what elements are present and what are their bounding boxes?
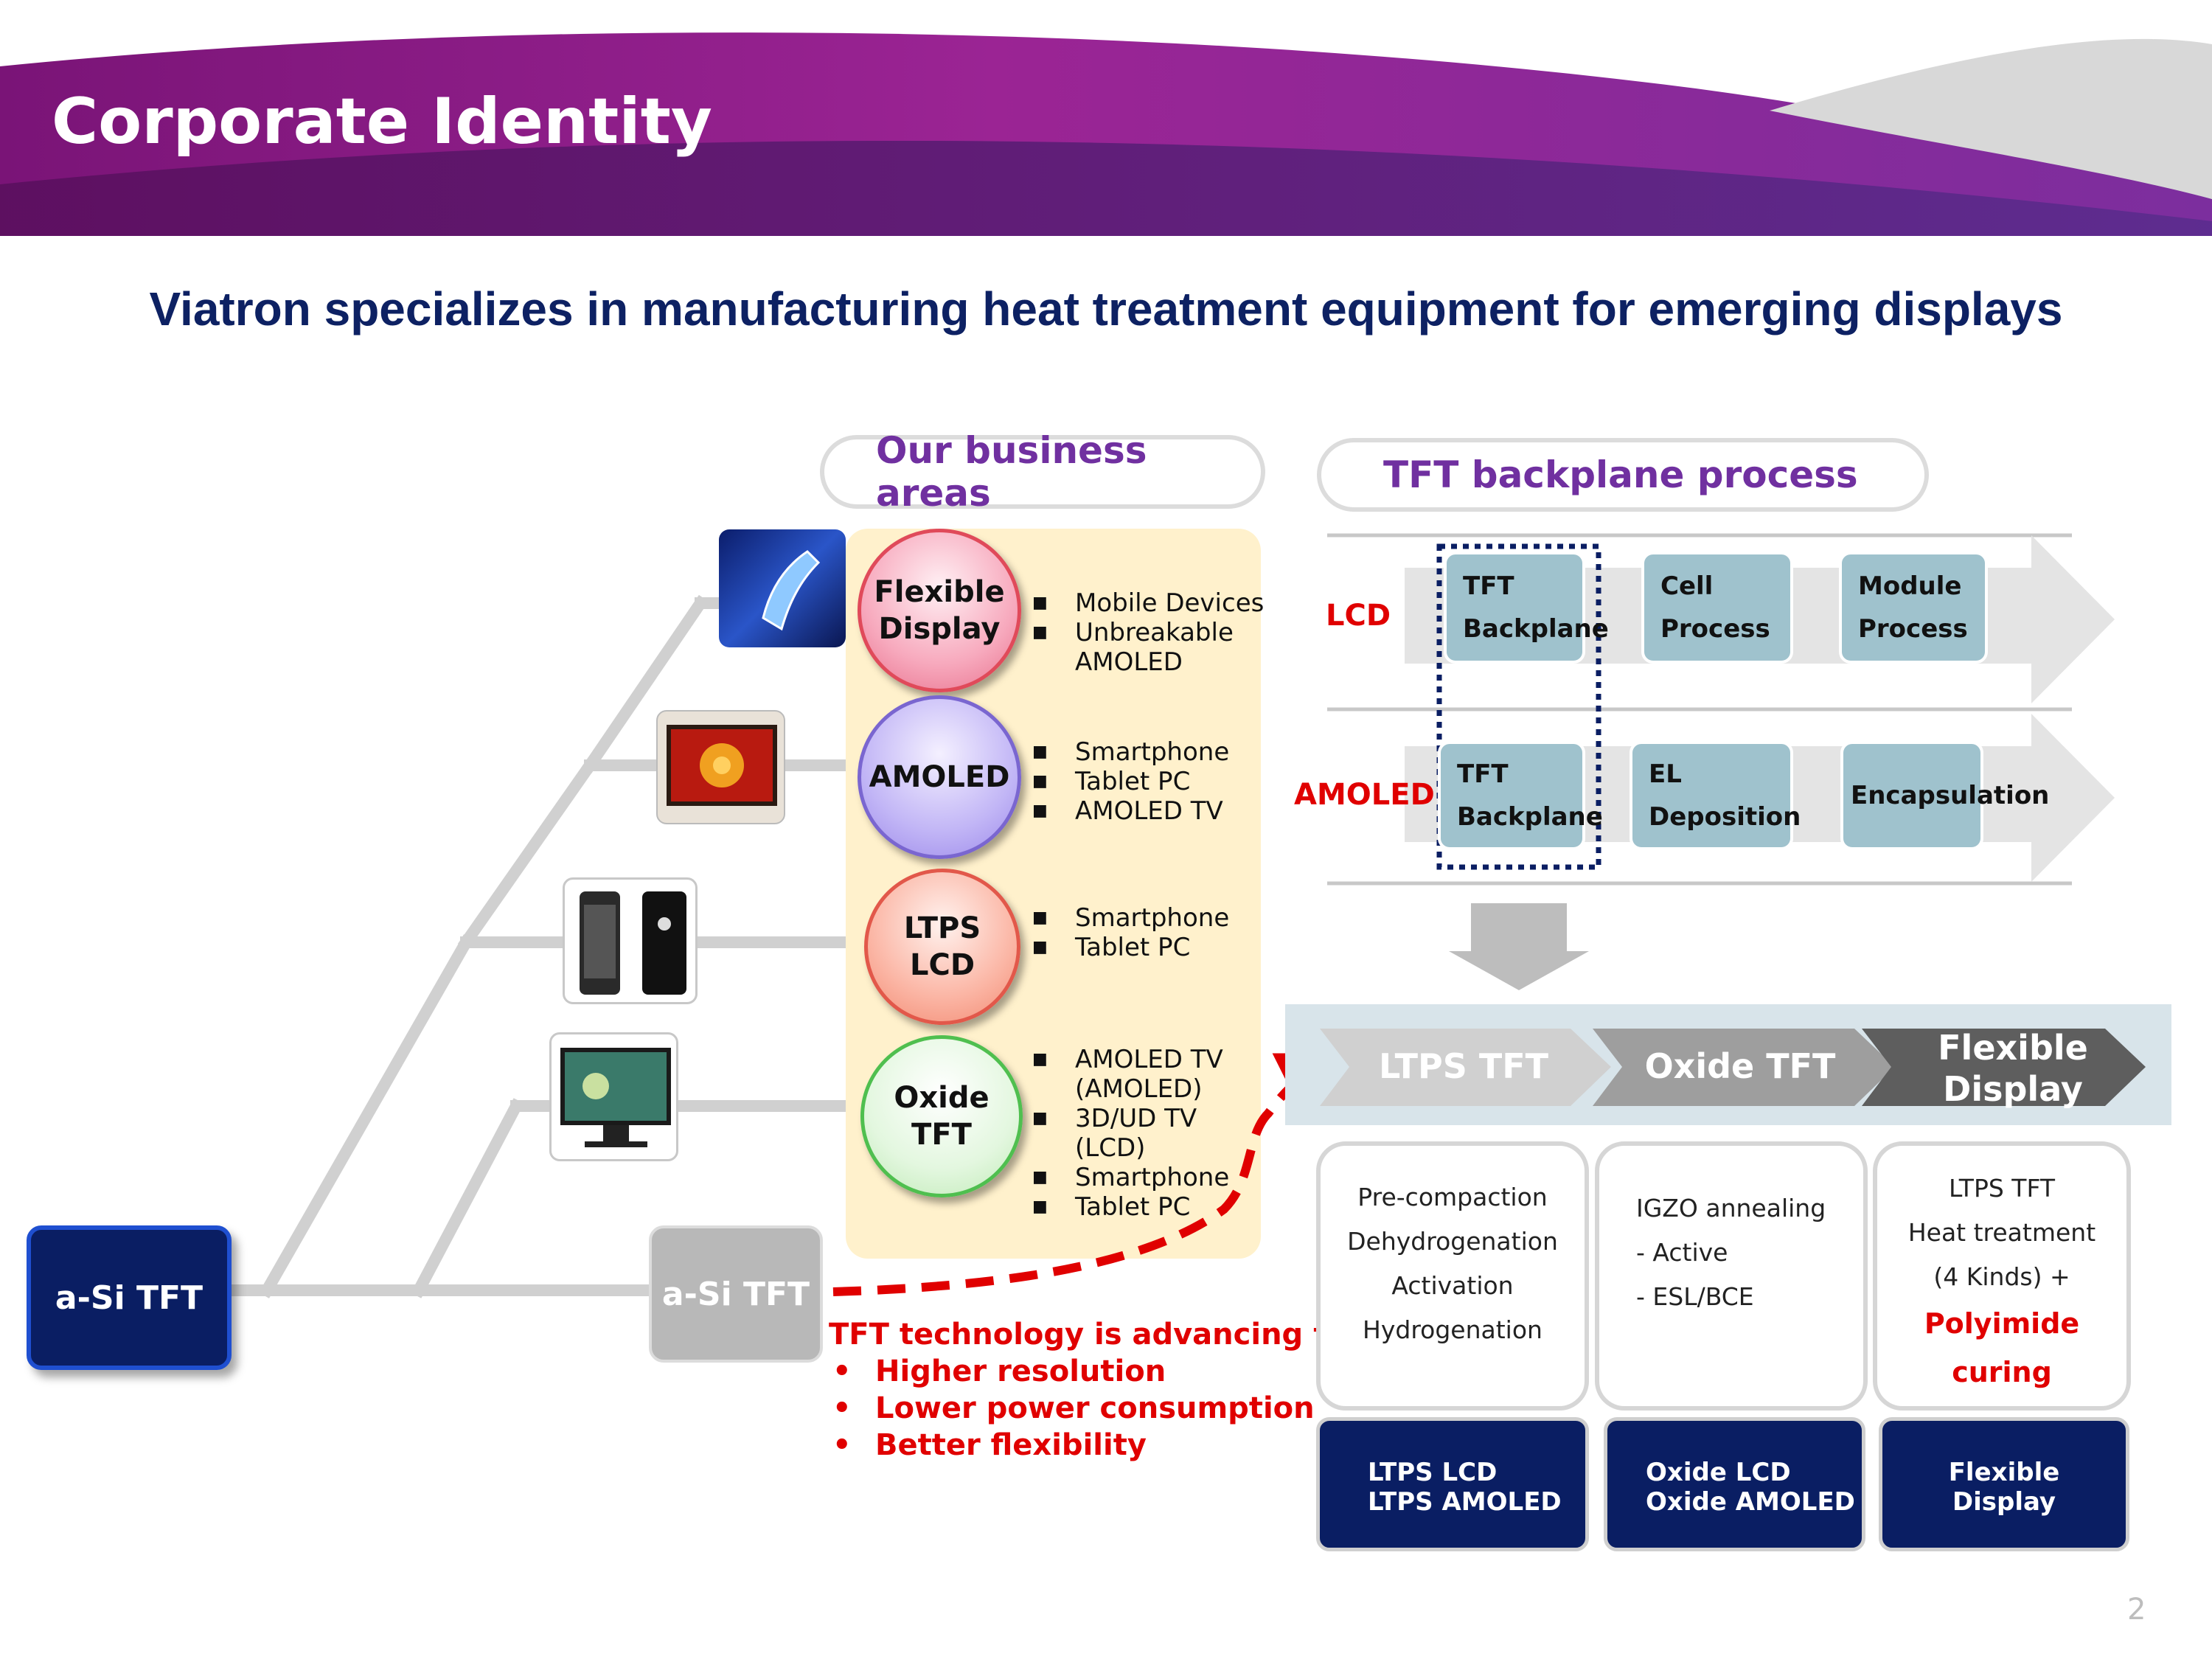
oxide-heat-treatment-details: IGZO annealing - Active - ESL/BCE bbox=[1595, 1141, 1868, 1411]
list-item: ■Smartphone bbox=[1032, 737, 1230, 767]
lcd-cell-process-step: Cell Process bbox=[1641, 552, 1793, 664]
ltps-heat-treatment-details: Pre-compaction Dehydrogenation Activatio… bbox=[1316, 1141, 1589, 1411]
list-item: ■Smartphone bbox=[1032, 1163, 1230, 1192]
flexible-screen-icon bbox=[762, 550, 821, 631]
a-si-tft-root-node: a-Si TFT bbox=[27, 1225, 232, 1370]
list-item: ■Unbreakable bbox=[1032, 618, 1234, 647]
amoled-circle: AMOLED bbox=[858, 695, 1021, 859]
flexible-display-applications: ■Mobile Devices ■Unbreakable AMOLED bbox=[1032, 588, 1264, 677]
amoled-label: AMOLED bbox=[869, 760, 1010, 794]
list-item: ■Tablet PC bbox=[1032, 1192, 1191, 1222]
page-title: Corporate Identity bbox=[52, 85, 712, 159]
flexible-display-label-line2: Display bbox=[878, 612, 1001, 646]
list-item-continuation: AMOLED bbox=[1075, 647, 1183, 677]
slide-subtitle: Viatron specializes in manufacturing hea… bbox=[149, 282, 2063, 335]
page-number: 2 bbox=[2127, 1593, 2146, 1627]
tft-process-heading: TFT backplane process bbox=[1317, 438, 1929, 512]
header-band bbox=[0, 32, 2212, 236]
lcd-row-label: LCD bbox=[1326, 599, 1391, 633]
business-areas-heading: Our business areas bbox=[820, 429, 1265, 515]
flexible-heat-treatment-details: LTPS TFT Heat treatment (4 Kinds) + Poly… bbox=[1873, 1141, 2131, 1411]
oxide-applications-box: Oxide LCD Oxide AMOLED bbox=[1604, 1417, 1865, 1551]
list-item: •Higher resolution bbox=[832, 1354, 1166, 1388]
amoled-applications: ■Smartphone ■Tablet PC ■AMOLED TV bbox=[1032, 737, 1229, 826]
oxide-tv-image bbox=[549, 1032, 678, 1161]
flexible-display-chevron-label: Flexible Display bbox=[1938, 1028, 2088, 1109]
list-item: •Lower power consumption bbox=[832, 1391, 1315, 1425]
list-item-continuation: (LCD) bbox=[1075, 1133, 1146, 1163]
list-item: ■Smartphone bbox=[1032, 903, 1230, 933]
a-si-tft-root-label: a-Si TFT bbox=[55, 1279, 204, 1317]
amoled-encapsulation-step: Encapsulation bbox=[1840, 741, 2049, 850]
list-item: ■Mobile Devices bbox=[1032, 588, 1265, 618]
oxide-tft-chevron-label: Oxide TFT bbox=[1644, 1046, 1836, 1086]
list-item: ■AMOLED TV bbox=[1032, 1045, 1223, 1074]
smartphone-image bbox=[563, 877, 698, 1004]
advancement-notes: TFT technology is advancing for •Higher … bbox=[829, 1316, 1361, 1464]
ltps-lcd-applications: ■Smartphone ■Tablet PC bbox=[1032, 903, 1229, 962]
amoled-tv-image bbox=[656, 710, 785, 824]
amoled-row-label: AMOLED bbox=[1294, 778, 1435, 812]
smartphone-icon bbox=[580, 891, 686, 995]
list-item: ■3D/UD TV bbox=[1032, 1104, 1197, 1133]
amoled-tv-icon bbox=[667, 725, 777, 806]
ltps-lcd-circle: LTPS LCD bbox=[864, 869, 1020, 1025]
advancement-heading: TFT technology is advancing for bbox=[829, 1318, 1361, 1352]
amoled-el-deposition-step: EL Deposition bbox=[1630, 741, 1801, 850]
amoled-tft-backplane-step: TFT Backplane bbox=[1438, 741, 1603, 850]
list-item: ■Tablet PC bbox=[1032, 933, 1191, 962]
ltps-lcd-label: LTPS LCD bbox=[903, 911, 981, 982]
ltps-applications-box: LTPS LCD LTPS AMOLED bbox=[1316, 1417, 1589, 1551]
flexible-display-image bbox=[719, 529, 846, 647]
oxide-tft-label: Oxide TFT bbox=[894, 1081, 990, 1152]
tft-process-heading-text: TFT backplane process bbox=[1383, 453, 1858, 496]
flexible-applications-box: Flexible Display bbox=[1879, 1417, 2129, 1551]
list-item-continuation: (AMOLED) bbox=[1075, 1074, 1203, 1104]
oxide-tft-circle: Oxide TFT bbox=[860, 1035, 1023, 1197]
a-si-tft-branch-node: a-Si TFT bbox=[649, 1225, 823, 1363]
a-si-tft-branch-label: a-Si TFT bbox=[661, 1275, 810, 1313]
lcd-module-process-step: Module Process bbox=[1839, 552, 1988, 664]
ltps-tft-chevron-label: LTPS TFT bbox=[1378, 1046, 1549, 1086]
flexible-display-circle: Flexible Display bbox=[858, 529, 1021, 692]
list-item: ■Tablet PC bbox=[1032, 767, 1191, 796]
tv-icon bbox=[560, 1048, 671, 1147]
lcd-tft-backplane-step: TFT Backplane bbox=[1444, 552, 1609, 664]
business-areas-heading-text: Our business areas bbox=[876, 429, 1147, 515]
list-item: •Better flexibility bbox=[832, 1428, 1147, 1462]
flexible-display-label-line1: Flexible bbox=[874, 575, 1005, 609]
list-item: ■AMOLED TV bbox=[1032, 796, 1223, 826]
oxide-tft-applications: ■AMOLED TV (AMOLED) ■3D/UD TV (LCD) ■Sma… bbox=[1032, 1045, 1229, 1222]
